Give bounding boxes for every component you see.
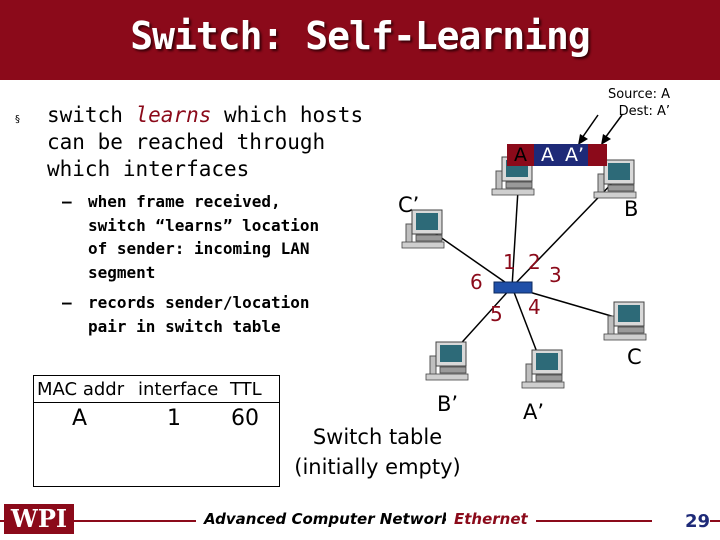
subpoint-line: of sender: incoming LAN [88, 239, 310, 258]
footer-topic: Ethernet [446, 510, 536, 528]
dest-arrow-line [604, 114, 623, 139]
cell-ttl: 60 [231, 406, 259, 431]
bullet-prefix: switch [47, 103, 136, 127]
header-mac: MAC addr [37, 379, 125, 400]
link-1 [511, 189, 519, 288]
subpoint-line: when frame received, [88, 192, 281, 211]
source-label: Source: A [607, 87, 670, 102]
cell-interface: 1 [167, 406, 181, 431]
port-2: 2 [528, 250, 541, 274]
frame-cell-source: A [534, 144, 561, 166]
bullet-rest: which hosts [211, 103, 364, 127]
subpoint-line: pair in switch table [88, 316, 281, 336]
bullet-emphasis: learns [135, 103, 212, 127]
frame-header: A A A’ [507, 144, 607, 166]
table-header-row: MAC addr interface TTL [34, 378, 279, 403]
switch-box [493, 281, 533, 294]
subpoint-dash: – [62, 293, 72, 312]
header-ttl: TTL [230, 379, 262, 400]
label-b: B [624, 197, 639, 221]
table-caption: Switch table (initially empty) [275, 422, 480, 482]
header-interface: interface [138, 379, 219, 400]
caption-line1: Switch table [312, 425, 443, 449]
page-number: 29 [652, 510, 710, 534]
subpoint-line: records sender/location [88, 293, 310, 312]
link-6 [429, 229, 513, 288]
bullet-line2: can be reached through [47, 130, 326, 154]
port-6: 6 [470, 270, 483, 294]
frame-cell-dest: A’ [561, 144, 588, 166]
frame-annotation: Source: A Dest: A’ [570, 86, 670, 120]
footer-course: Advanced Computer Networks [196, 510, 469, 528]
bullet-marker: § [15, 114, 20, 125]
wpi-logo: WPI [4, 504, 74, 534]
host-b-prime-icon [425, 341, 469, 381]
label-a-prime: A’ [523, 400, 545, 424]
frame-cell-pad: A [514, 144, 527, 166]
subpoint-2: – records sender/location pair in switch… [62, 291, 352, 338]
cell-mac: A [72, 406, 88, 431]
subpoint-dash: – [62, 192, 72, 211]
port-1: 1 [503, 250, 516, 274]
port-5: 5 [490, 302, 503, 326]
bullet-line3: which interfaces [47, 157, 250, 181]
caption-line2: (initially empty) [294, 455, 461, 479]
port-4: 4 [528, 295, 541, 319]
source-arrow-head [578, 134, 588, 145]
dest-arrow-head [601, 134, 611, 145]
main-bullet-text: switch learns which hosts can be reached… [47, 102, 387, 183]
title-bar [0, 0, 720, 80]
subpoint-1: – when frame received, switch “learns” l… [62, 190, 352, 284]
label-c: C [627, 345, 642, 369]
source-arrow-line [581, 114, 599, 139]
host-a-prime-icon [521, 349, 565, 389]
label-c-prime: C’ [398, 193, 420, 217]
link-4 [511, 286, 541, 361]
switch-table: MAC addr interface TTL A 1 60 [33, 375, 280, 487]
subpoint-line: switch “learns” location [88, 215, 320, 235]
label-b-prime: B’ [437, 392, 459, 416]
slide-title: Switch: Self-Learning [130, 14, 590, 58]
dest-label: Dest: A’ [618, 104, 670, 119]
link-5 [454, 286, 513, 351]
host-c-icon [603, 301, 647, 341]
port-3: 3 [549, 263, 562, 287]
subpoint-line: segment [88, 262, 156, 282]
